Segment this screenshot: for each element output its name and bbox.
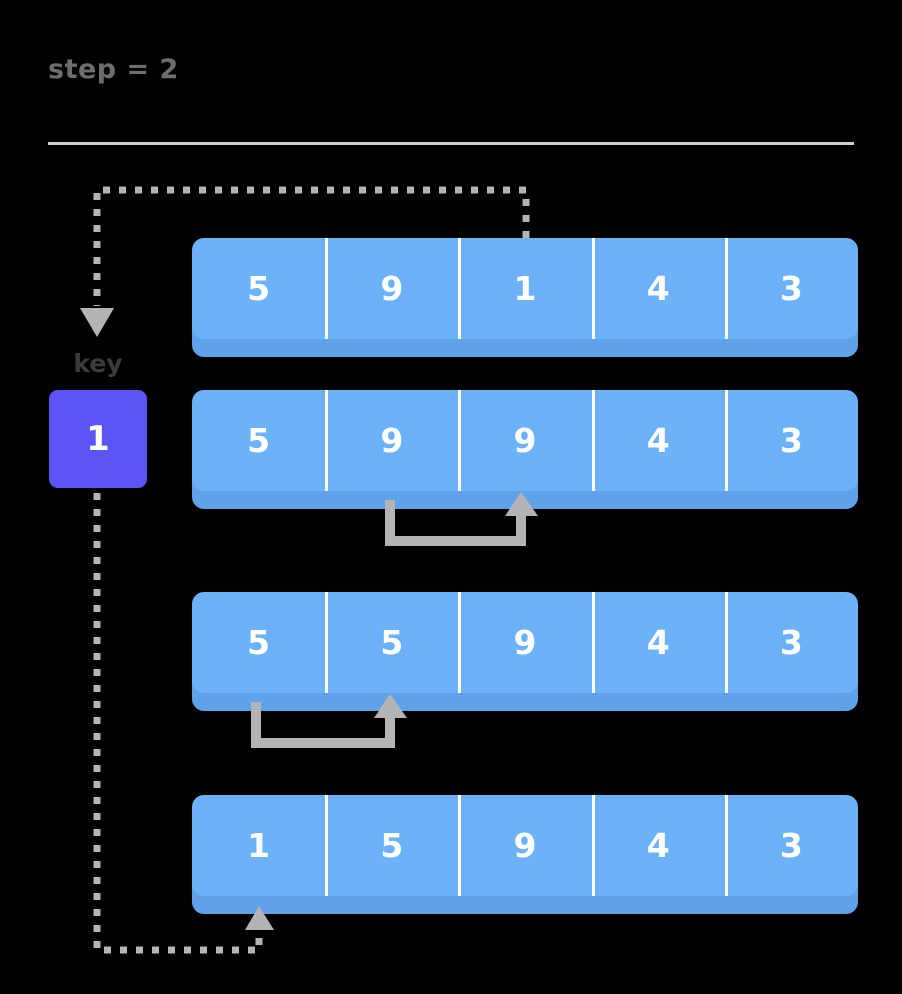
array-row: 5 9 9 4 3 <box>192 390 858 509</box>
key-label: key <box>73 349 123 378</box>
array-cells: 5 9 9 4 3 <box>192 390 858 491</box>
array-cells: 5 9 1 4 3 <box>192 238 858 339</box>
page-title: step = 2 <box>48 54 179 85</box>
key-value-box: 1 <box>49 390 147 488</box>
array-cells: 1 5 9 4 3 <box>192 795 858 896</box>
array-row: 5 9 1 4 3 <box>192 238 858 357</box>
array-cell: 4 <box>591 795 725 896</box>
array-cell: 9 <box>325 390 458 491</box>
array-cell: 9 <box>458 390 591 491</box>
array-cell: 5 <box>247 623 271 662</box>
array-cell: 1 <box>458 238 591 339</box>
array-cell: 5 <box>247 269 271 308</box>
array-cell: 1 <box>247 826 271 865</box>
array-cell: 4 <box>591 592 725 693</box>
array-cells: 5 5 9 4 3 <box>192 592 858 693</box>
array-cell: 5 <box>325 795 458 896</box>
header-divider <box>48 142 854 145</box>
array-cell: 9 <box>458 795 591 896</box>
array-cell: 4 <box>591 238 725 339</box>
array-cell: 3 <box>724 795 858 896</box>
array-cell: 9 <box>325 238 458 339</box>
array-cell: 3 <box>724 238 858 339</box>
array-cell: 3 <box>724 390 858 491</box>
array-cell: 5 <box>247 421 271 460</box>
array-cell: 3 <box>724 592 858 693</box>
array-cell: 5 <box>325 592 458 693</box>
array-row: 1 5 9 4 3 <box>192 795 858 914</box>
key-value: 1 <box>86 419 110 459</box>
array-cell: 9 <box>458 592 591 693</box>
array-row: 5 5 9 4 3 <box>192 592 858 711</box>
array-cell: 4 <box>591 390 725 491</box>
